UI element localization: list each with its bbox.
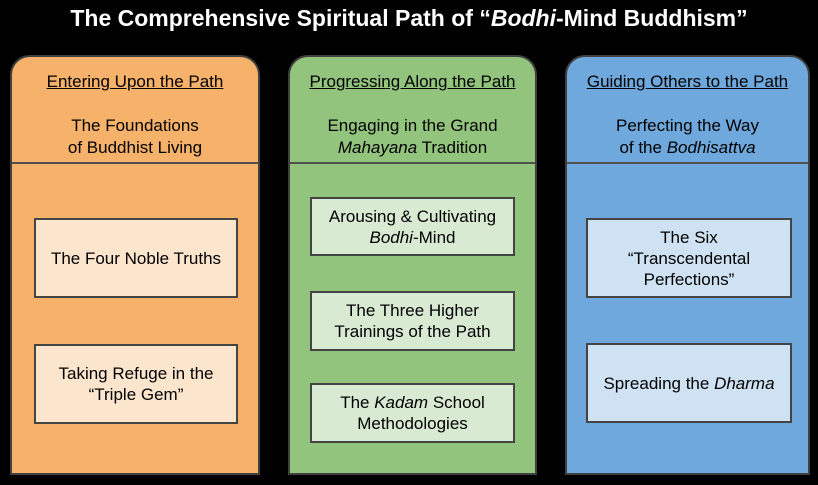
column-entering: Entering Upon the Path The Foundations o… xyxy=(10,55,260,475)
column-header: Progressing Along the Path Engaging in t… xyxy=(290,57,535,164)
title-emphasis: Bodhi xyxy=(490,5,556,31)
column-label: Guiding Others to the Path xyxy=(586,72,789,91)
diagram-title: The Comprehensive Spiritual Path of “Bod… xyxy=(70,5,748,31)
column-header: Guiding Others to the Path Perfecting th… xyxy=(567,57,808,164)
column-subtitle: Engaging in the Grand Mahayana Tradition xyxy=(327,116,498,157)
box-arousing-bodhi-mind: Arousing & Cultivating Bodhi-Mind xyxy=(310,197,515,256)
box-taking-refuge: Taking Refuge in the “Triple Gem” xyxy=(34,344,238,424)
column-subtitle: The Foundations of Buddhist Living xyxy=(67,116,203,157)
box-three-higher-trainings: The Three Higher Trainings of the Path xyxy=(310,291,515,351)
column-guiding: Guiding Others to the Path Perfecting th… xyxy=(565,55,810,475)
column-label: Progressing Along the Path xyxy=(309,72,516,91)
box-four-noble-truths: The Four Noble Truths xyxy=(34,218,238,298)
box-spreading-dharma: Spreading the Dharma xyxy=(586,343,792,423)
column-label: Entering Upon the Path xyxy=(46,72,224,91)
column-progressing: Progressing Along the Path Engaging in t… xyxy=(288,55,537,475)
box-six-perfections: The Six “Transcendental Perfections” xyxy=(586,218,792,298)
column-subtitle: Perfecting the Way of the Bodhisattva xyxy=(616,116,759,157)
column-header: Entering Upon the Path The Foundations o… xyxy=(12,57,258,164)
box-kadam-school: The Kadam School Methodologies xyxy=(310,383,515,443)
